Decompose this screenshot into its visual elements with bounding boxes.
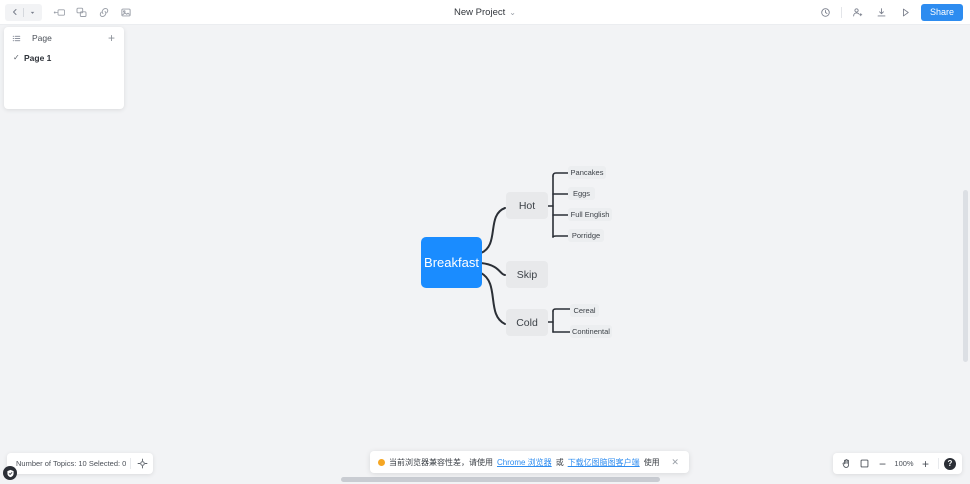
link-icon xyxy=(99,7,108,17)
branch-label: Hot xyxy=(518,199,536,212)
add-page-button[interactable]: + xyxy=(107,30,115,45)
zoom-percent-label: 100% xyxy=(894,459,914,468)
horizontal-scrollbar[interactable] xyxy=(341,477,660,482)
chevron-left-icon xyxy=(12,9,16,15)
invite-button[interactable] xyxy=(849,4,866,21)
mindmap-leaf-cereal[interactable]: Cereal xyxy=(570,304,599,317)
toast-text-middle: 或 xyxy=(555,457,564,467)
image-icon xyxy=(120,8,131,16)
history-button[interactable] xyxy=(817,4,834,21)
leaf-label: Porridge xyxy=(571,231,601,240)
toast-text-before: 当前浏览器兼容性差，请使用 xyxy=(389,457,493,467)
mindmap-leaf-pancakes[interactable]: Pancakes xyxy=(568,166,606,179)
page-list-icon xyxy=(12,34,21,43)
header-right-actions: Share xyxy=(817,3,970,21)
leaf-label: Continental xyxy=(572,327,610,336)
add-person-icon xyxy=(853,7,863,16)
zoom-in-button[interactable]: + xyxy=(921,456,929,471)
toast-link-download-client[interactable]: 下载亿图脑图客户端 xyxy=(567,457,640,467)
mindmap-connectors xyxy=(480,172,571,333)
security-shield-badge[interactable] xyxy=(3,466,17,480)
branch-label: Cold xyxy=(516,316,538,329)
page-check-icon: ✓ xyxy=(13,53,20,62)
mindmap-leaf-continental[interactable]: Continental xyxy=(570,325,612,338)
mindmap-leaf-porridge[interactable]: Porridge xyxy=(568,229,604,242)
browser-compat-toast: 当前浏览器兼容性差，请使用 Chrome 浏览器 或 下载亿图脑图客户端 使用 … xyxy=(370,451,689,473)
link-icon-button[interactable] xyxy=(95,4,112,21)
subtopic-icon xyxy=(76,7,86,17)
nav-group xyxy=(5,3,42,21)
mindmap-branch-skip[interactable]: Skip xyxy=(506,261,548,288)
page-panel-header: Page + xyxy=(4,27,124,49)
project-title-button[interactable]: New Project ⌄ xyxy=(450,5,520,20)
zoom-divider xyxy=(938,458,939,469)
hand-tool-button[interactable] xyxy=(839,456,854,471)
mindmap-leaf-full-english[interactable]: Full English xyxy=(568,208,612,221)
header-divider xyxy=(840,6,842,18)
mindmap-canvas[interactable]: Breakfast Hot Skip Cold Pancakes Eggs Fu… xyxy=(0,25,970,484)
project-title-text: New Project xyxy=(454,7,506,18)
mindmap-branch-cold[interactable]: Cold xyxy=(506,309,548,336)
branch-label: Skip xyxy=(516,268,538,281)
app-header: New Project ⌄ xyxy=(0,0,970,25)
download-icon xyxy=(877,7,886,16)
vertical-scrollbar[interactable] xyxy=(963,190,968,362)
fit-screen-button[interactable] xyxy=(857,456,872,471)
topic-count-text: Number of Topics: 10 Selected: 0 xyxy=(16,459,127,468)
download-button[interactable] xyxy=(873,4,890,21)
project-title-chevron-down-icon: ⌄ xyxy=(509,7,516,17)
page-list-item[interactable]: ✓ Page 1 xyxy=(4,49,124,66)
page-panel: Page + ✓ Page 1 xyxy=(4,27,124,109)
toast-close-icon[interactable]: ✕ xyxy=(671,456,679,467)
warning-dot-icon xyxy=(378,458,385,466)
image-icon-button[interactable] xyxy=(117,4,134,21)
fit-screen-icon xyxy=(860,459,869,468)
topic-icon xyxy=(53,8,65,16)
zoom-out-button[interactable]: − xyxy=(878,456,886,471)
header-left-tools xyxy=(0,3,134,21)
nav-dropdown-button[interactable] xyxy=(24,4,41,21)
mindmap-root-node[interactable]: Breakfast xyxy=(421,237,482,288)
status-divider xyxy=(130,458,132,469)
back-button[interactable] xyxy=(6,4,23,21)
toast-text-after: 使用 xyxy=(643,457,660,467)
mindmap-leaf-eggs[interactable]: Eggs xyxy=(568,187,595,200)
present-button[interactable] xyxy=(897,4,914,21)
leaf-label: Full English xyxy=(570,210,610,219)
subtopic-icon-button[interactable] xyxy=(73,4,90,21)
help-button[interactable]: ? xyxy=(944,457,956,470)
topic-icon-button[interactable] xyxy=(51,4,68,21)
page-panel-title: Page xyxy=(32,33,52,43)
page-item-label: Page 1 xyxy=(24,52,52,63)
share-button[interactable]: Share xyxy=(920,3,963,21)
history-icon xyxy=(821,7,830,17)
mindmap-branch-hot[interactable]: Hot xyxy=(506,192,548,219)
zoom-bar: − 100% + ? xyxy=(833,453,962,474)
leaf-label: Pancakes xyxy=(570,168,604,177)
leaf-label: Cereal xyxy=(573,306,596,315)
present-icon xyxy=(902,8,909,16)
root-node-label: Breakfast xyxy=(424,255,479,270)
center-target-button[interactable] xyxy=(135,456,150,471)
nav-divider xyxy=(23,7,24,17)
insert-tools xyxy=(51,4,134,21)
header-center: New Project ⌄ xyxy=(0,0,970,25)
shield-check-icon xyxy=(6,469,14,477)
toast-link-chrome[interactable]: Chrome 浏览器 xyxy=(497,457,552,467)
leaf-label: Eggs xyxy=(572,189,591,198)
status-bar: Number of Topics: 10 Selected: 0 xyxy=(7,453,154,474)
chevron-down-icon xyxy=(30,11,35,14)
center-target-icon xyxy=(137,458,148,469)
hand-tool-icon xyxy=(842,459,849,468)
